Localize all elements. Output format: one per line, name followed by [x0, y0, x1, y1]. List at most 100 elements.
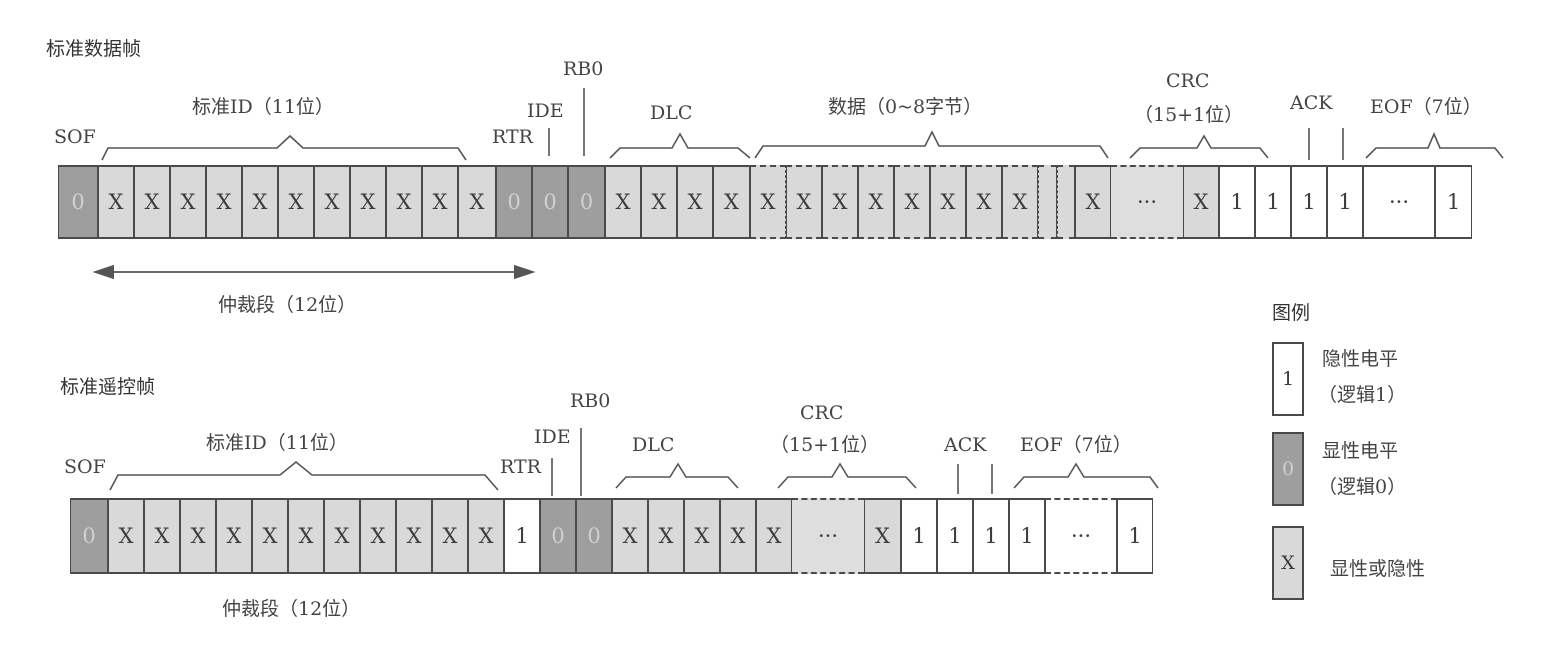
data-frame-bit-dlc: X [605, 165, 641, 239]
data-frame-bit-id: X [134, 165, 170, 239]
remote-frame-bit-id: X [432, 498, 468, 574]
remote-frame-bit-id: X [288, 498, 324, 574]
remote-frame-dlc-label: DLC [632, 434, 675, 456]
legend-recessive-label: 隐性电平 [1322, 348, 1399, 370]
data-frame-bit-dlc: X [677, 165, 713, 239]
remote-frame-bit-id: X [180, 498, 216, 574]
remote-frame-bit-rb0: 0 [576, 498, 612, 574]
remote-frame-bit-id: X [252, 498, 288, 574]
remote-frame-bit-ack-del: 1 [973, 498, 1009, 574]
data-frame-dlc-label: DLC [650, 102, 693, 124]
data-frame-bit-id: X [458, 165, 496, 239]
remote-frame-crc-label: CRC [800, 402, 844, 424]
data-frame-bit-id: X [242, 165, 278, 239]
data-frame-title: 标准数据帧 [46, 38, 142, 60]
data-frame-bit-data: X [966, 165, 1002, 239]
data-frame-ack-label: ACK [1290, 92, 1333, 114]
data-frame-rtr-label: RTR [492, 126, 533, 148]
data-frame-bit-data [1038, 165, 1057, 239]
data-frame-bit-rb0: 0 [568, 165, 605, 239]
legend-title: 图例 [1272, 302, 1311, 324]
data-frame-arbitration-label: 仲裁段（12位） [218, 294, 357, 316]
legend-either-swatch: X [1272, 526, 1304, 600]
remote-frame-bit-crc: X [864, 498, 901, 574]
remote-frame-bit-rtr: 1 [504, 498, 540, 574]
data-frame-bit-ack: 1 [1255, 165, 1291, 239]
data-frame-std-id-label: 标准ID（11位） [192, 96, 334, 118]
remote-frame-bit-dlc: X [720, 498, 756, 574]
remote-frame-eof-label: EOF（7位） [1020, 434, 1132, 456]
legend-recessive-swatch: 1 [1272, 342, 1304, 416]
data-frame-rb0-label: RB0 [563, 58, 604, 80]
data-frame-bit-data: X [750, 165, 786, 239]
legend-either-label: 显性或隐性 [1330, 558, 1426, 580]
brace-eof-bottom [1013, 462, 1159, 489]
remote-frame-bit-id: X [324, 498, 360, 574]
data-frame-bit-id: X [386, 165, 422, 239]
data-frame-bit-data: X [858, 165, 894, 239]
data-frame-bit-crc: X [1183, 165, 1219, 239]
remote-frame-bit-eof: ··· [1045, 498, 1117, 574]
data-frame-bit-crc: X [1075, 165, 1111, 239]
remote-frame-bit-crc: X [756, 498, 792, 574]
data-frame-bit-id: X [350, 165, 386, 239]
legend-dominant-swatch: 0 [1272, 432, 1304, 506]
brace-crc-top [1129, 134, 1269, 159]
remote-frame-title: 标准遥控帧 [60, 376, 156, 398]
brace-dlc-bottom [615, 462, 739, 489]
data-frame-data-label: 数据（0~8字节） [828, 96, 983, 118]
remote-frame-bit-dlc: X [648, 498, 684, 574]
remote-frame-bit-crc-del: 1 [901, 498, 937, 574]
data-frame-bit-data: X [894, 165, 930, 239]
data-frame-bit-id: X [98, 165, 134, 239]
data-frame-bit-ack-del: 1 [1291, 165, 1327, 239]
data-frame-bit-crc: ··· [1111, 165, 1183, 239]
remote-frame-bit-id: X [144, 498, 180, 574]
brace-std-id-top [101, 134, 467, 161]
data-frame-bit-data: X [1002, 165, 1038, 239]
brace-crc-bottom [777, 462, 917, 489]
remote-frame-bit-ide: 0 [540, 498, 576, 574]
data-frame-bit-dlc: X [641, 165, 677, 239]
remote-frame-std-id-label: 标准ID（11位） [206, 432, 348, 454]
remote-frame-rtr-label: RTR [500, 456, 541, 478]
data-frame-crc-bits-label: （15+1位） [1134, 104, 1244, 126]
data-frame-bit-eof: 1 [1435, 165, 1472, 239]
remote-frame-bit-dlc: X [684, 498, 720, 574]
remote-frame-bit-dlc: X [612, 498, 648, 574]
legend-dominant-label: 显性电平 [1322, 440, 1399, 462]
data-frame-bit-id: X [314, 165, 350, 239]
remote-frame-bit-id: X [468, 498, 504, 574]
legend-recessive-sublabel: （逻辑1） [1318, 384, 1407, 406]
data-frame-bit-id: X [206, 165, 242, 239]
data-frame-bit-id: X [170, 165, 206, 239]
remote-frame-bit-eof: 1 [1009, 498, 1045, 574]
data-frame-sof-label: SOF [54, 126, 96, 148]
remote-frame-bit-id: X [360, 498, 396, 574]
data-frame-crc-label: CRC [1166, 70, 1210, 92]
remote-frame-bit-eof: 1 [1117, 498, 1153, 574]
remote-frame-arbitration-label: 仲裁段（12位） [222, 598, 361, 620]
brace-std-id-bottom [109, 460, 499, 491]
data-frame-bit-data [1057, 165, 1075, 239]
data-frame-bit-eof: 1 [1327, 165, 1363, 239]
remote-frame-bit-id: X [108, 498, 144, 574]
data-frame-bit-id: X [422, 165, 458, 239]
remote-frame-bit-sof: 0 [70, 498, 108, 574]
data-frame-bit-id: X [278, 165, 314, 239]
data-frame-eof-label: EOF（7位） [1370, 96, 1482, 118]
data-frame-bit-dlc: X [713, 165, 750, 239]
remote-frame-sof-label: SOF [64, 456, 106, 478]
remote-frame-bit-id: X [216, 498, 252, 574]
data-frame-bit-eof: ··· [1363, 165, 1435, 239]
data-frame-bit-data: X [930, 165, 966, 239]
remote-frame-ide-label: IDE [534, 426, 571, 448]
data-frame-bit-rtr: 0 [496, 165, 532, 239]
brace-eof-top [1365, 131, 1504, 159]
remote-frame-bit-ack: 1 [937, 498, 973, 574]
remote-frame-bit-id: X [396, 498, 432, 574]
data-frame-bit-sof: 0 [58, 165, 98, 239]
data-frame-bit-crc-del: 1 [1219, 165, 1255, 239]
